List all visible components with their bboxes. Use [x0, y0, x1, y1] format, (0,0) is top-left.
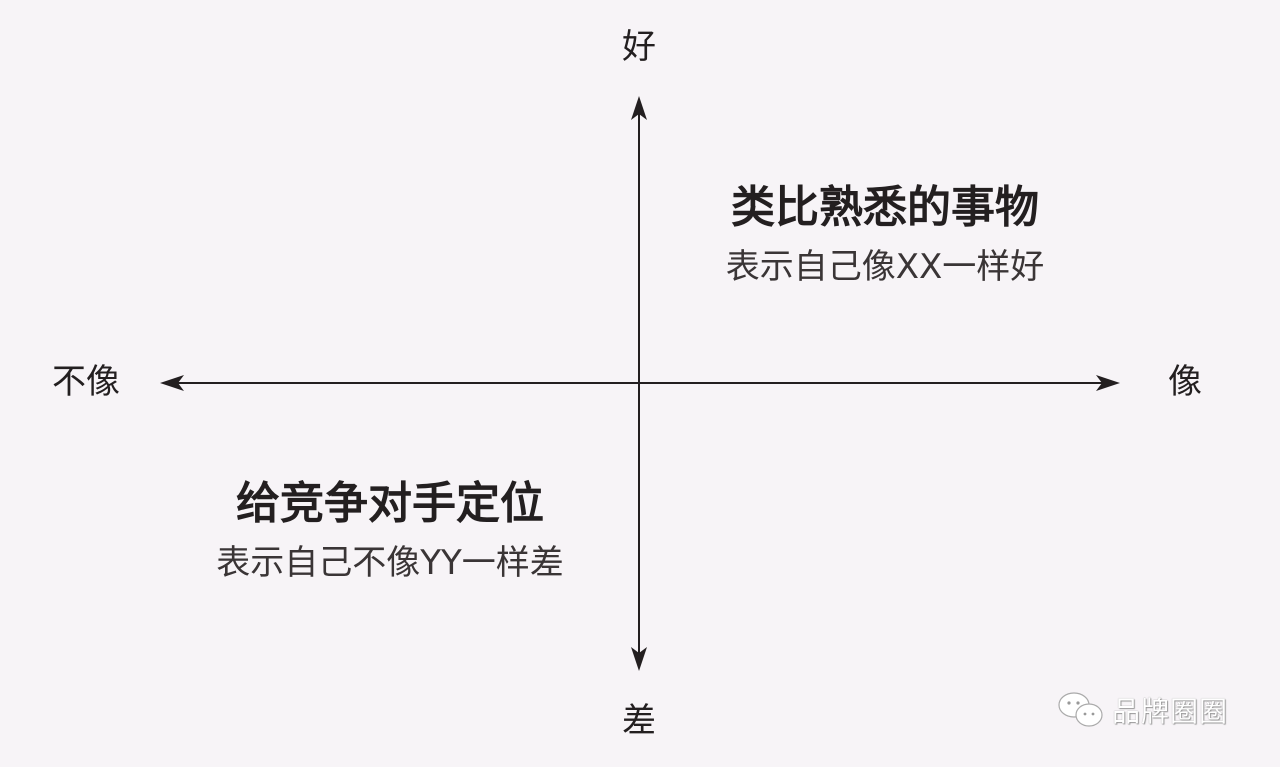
quadrant-subtitle: 表示自己不像YY一样差 — [216, 543, 564, 583]
quadrant-title: 给竞争对手定位 — [236, 478, 544, 529]
quadrant-title: 类比熟悉的事物 — [731, 182, 1039, 233]
watermark: 品牌圈圈 — [1056, 690, 1228, 730]
arrow-down-icon — [631, 647, 647, 671]
quadrant-bottom-left: 给竞争对手定位 表示自己不像YY一样差 — [185, 478, 595, 583]
axis-label-top: 好 — [622, 27, 656, 67]
watermark-text: 品牌圈圈 — [1112, 695, 1229, 728]
arrow-left-icon — [160, 375, 184, 391]
axis-label-bottom: 差 — [622, 701, 656, 741]
arrow-right-icon — [1096, 375, 1120, 391]
wechat-icon — [1058, 692, 1103, 727]
quadrant-top-right: 类比熟悉的事物 表示自己像XX一样好 — [700, 182, 1070, 287]
arrow-up-icon — [631, 96, 647, 120]
axis-label-left: 不像 — [52, 362, 120, 402]
axis-label-right: 像 — [1168, 362, 1202, 402]
quadrant-subtitle: 表示自己像XX一样好 — [725, 247, 1045, 287]
